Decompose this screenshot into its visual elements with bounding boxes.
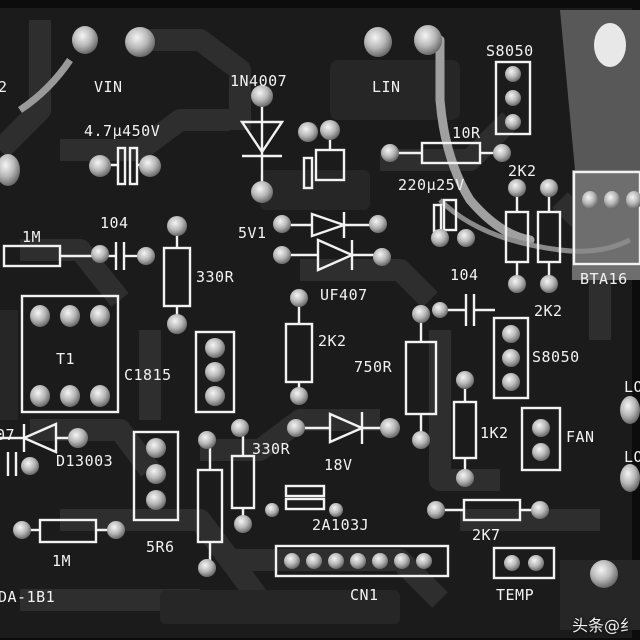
label-18v: 18V xyxy=(324,456,353,474)
label-fan: FAN xyxy=(566,428,595,446)
label-5v1: 5V1 xyxy=(238,224,267,242)
label-10r: 10R xyxy=(452,124,481,142)
silkscreen-labels: 2 VIN LIN S8050 1N4007 4.7μ450V 10R 220μ… xyxy=(0,42,640,606)
label-750r: 750R xyxy=(354,358,393,376)
label-104-right: 104 xyxy=(450,266,479,284)
label-c1815: C1815 xyxy=(124,366,172,384)
label-t1: T1 xyxy=(56,350,75,368)
label-2k2-mid: 2K2 xyxy=(318,332,347,350)
label-330r-bottom: 330R xyxy=(252,440,291,458)
jumper-wire xyxy=(435,35,535,245)
label-2a103j: 2A103J xyxy=(312,516,369,534)
label-temp: TEMP xyxy=(496,586,534,604)
label-330r-top: 330R xyxy=(196,268,235,286)
label-lo-1: LO xyxy=(624,378,640,396)
label-s8050-mid: S8050 xyxy=(532,348,580,366)
label-1m-bottom: 1M xyxy=(52,552,71,570)
mounting-hole xyxy=(594,23,626,67)
label-vin: VIN xyxy=(94,78,123,96)
label-220u-25v: 220μ25V xyxy=(398,176,465,194)
label-cn1: CN1 xyxy=(350,586,379,604)
label-07: 07 xyxy=(0,426,15,444)
label-2k7: 2K7 xyxy=(472,526,501,544)
label-4u7-450v: 4.7μ450V xyxy=(84,122,160,140)
label-2k2-top: 2K2 xyxy=(508,162,537,180)
label-lo-2: LO xyxy=(624,448,640,466)
solder-pads xyxy=(0,25,640,588)
label-1n4007: 1N4007 xyxy=(230,72,287,90)
watermark: 头条@纟 xyxy=(571,616,636,635)
label-1m-top: 1M xyxy=(22,228,41,246)
jumper-wire-3 xyxy=(18,58,73,113)
label-s8050-top: S8050 xyxy=(486,42,534,60)
label-bta16: BTA16 xyxy=(580,270,628,288)
label-1k2: 1K2 xyxy=(480,424,509,442)
label-2k2-right: 2K2 xyxy=(534,302,563,320)
label-lin: LIN xyxy=(372,78,401,96)
jumper-wire-2 xyxy=(438,198,632,254)
bta16-body xyxy=(572,170,640,280)
label-board-code: DA-1B1 xyxy=(0,588,55,606)
label-5r6: 5R6 xyxy=(146,538,175,556)
label-d13003: D13003 xyxy=(56,452,113,470)
edge-label-2: 2 xyxy=(0,78,8,96)
label-104-left: 104 xyxy=(100,214,129,232)
label-uf407: UF407 xyxy=(320,286,368,304)
